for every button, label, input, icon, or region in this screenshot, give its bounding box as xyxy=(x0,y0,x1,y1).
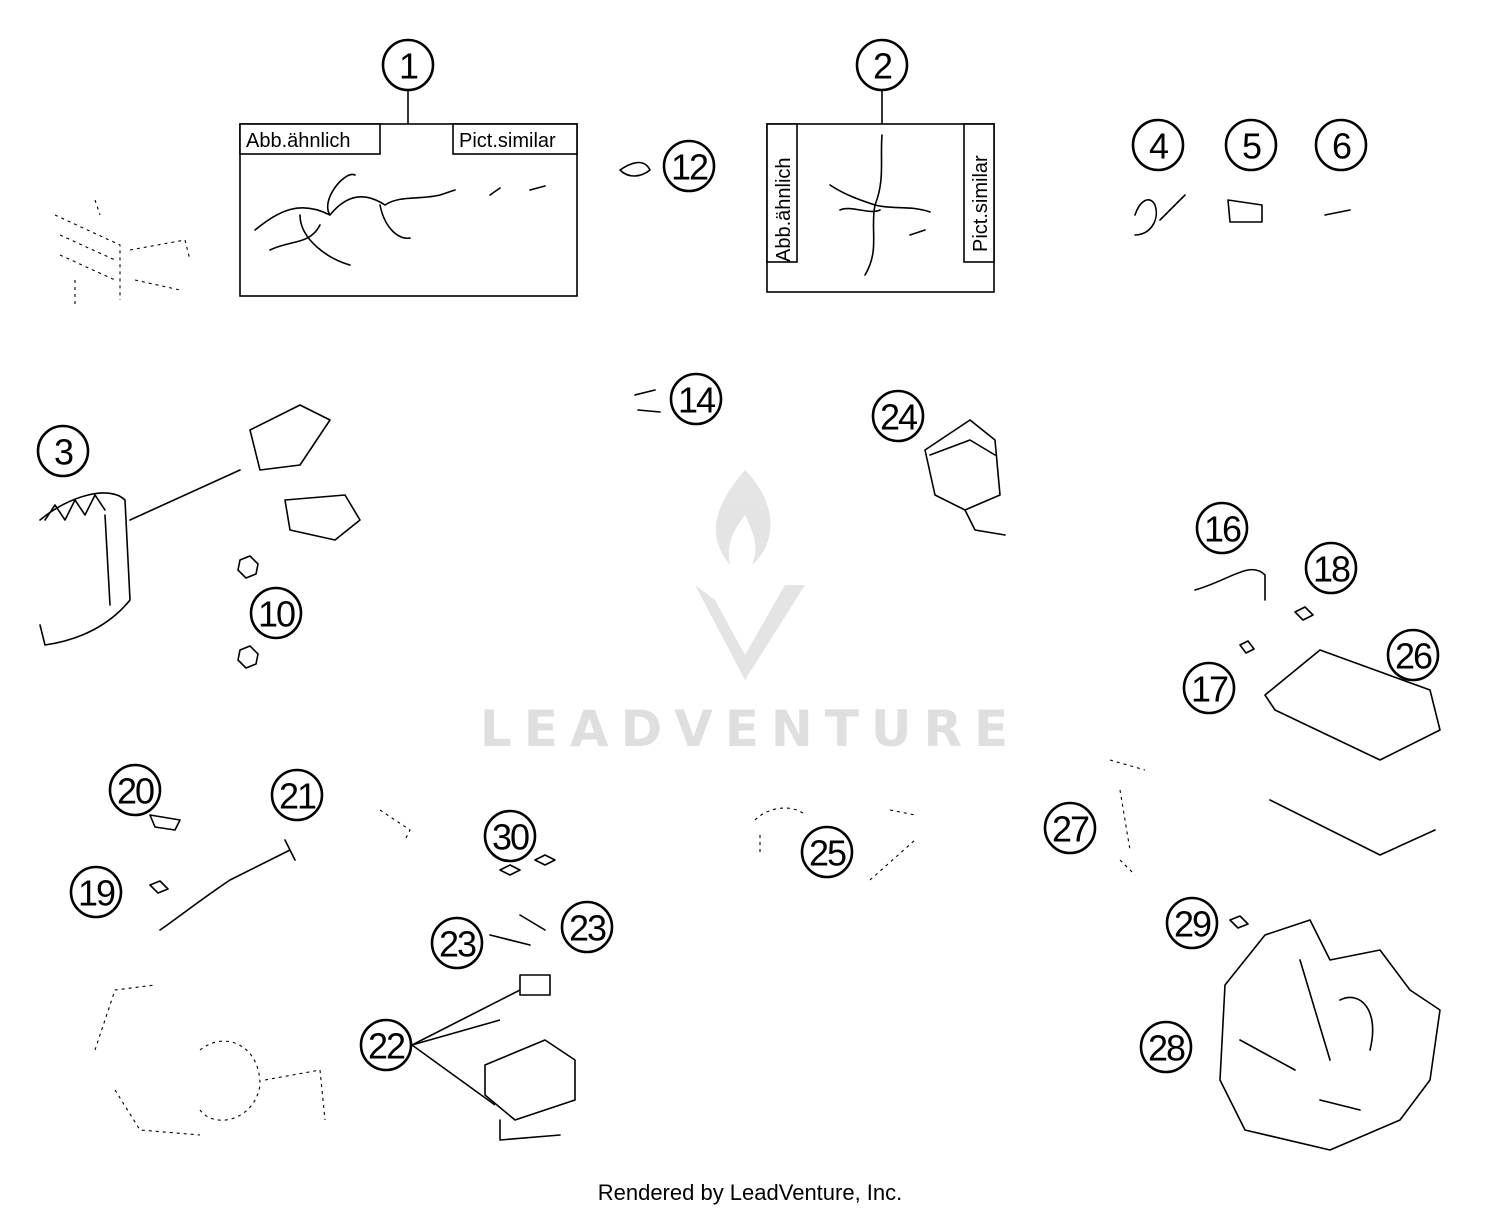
callout-28[interactable]: 28 xyxy=(1139,1020,1193,1074)
callout-10[interactable]: 10 xyxy=(249,586,303,640)
callout-19[interactable]: 19 xyxy=(69,865,123,919)
frame-1-left-label: Abb.ähnlich xyxy=(246,130,351,152)
starter-cable-sketch xyxy=(149,814,296,931)
svg-text:20: 20 xyxy=(117,771,154,812)
svg-text:5: 5 xyxy=(1242,126,1261,167)
callout-3[interactable]: 3 xyxy=(36,424,90,478)
svg-text:14: 14 xyxy=(678,380,715,421)
svg-text:12: 12 xyxy=(671,147,708,188)
frame-1-right-label: Pict.similar xyxy=(459,130,556,152)
callout-25[interactable]: 25 xyxy=(800,825,854,879)
svg-text:1: 1 xyxy=(399,46,418,87)
svg-text:4: 4 xyxy=(1149,126,1168,167)
svg-text:29: 29 xyxy=(1174,904,1211,945)
svg-text:17: 17 xyxy=(1191,669,1228,710)
starter-motor-sketch xyxy=(94,809,411,1136)
svg-text:30: 30 xyxy=(492,817,529,858)
small-parts-4-6-sketch xyxy=(1134,194,1351,236)
svg-text:25: 25 xyxy=(809,833,846,874)
svg-text:21: 21 xyxy=(279,776,316,817)
svg-text:26: 26 xyxy=(1395,636,1432,677)
svg-text:24: 24 xyxy=(880,397,917,438)
callout-1[interactable]: 1 xyxy=(381,38,435,92)
callout-27[interactable]: 27 xyxy=(1043,801,1097,855)
battery-26-sketch xyxy=(1194,568,1441,856)
callout-4[interactable]: 4 xyxy=(1131,118,1185,172)
callout-17[interactable]: 17 xyxy=(1182,661,1236,715)
callout-23-right[interactable]: 23 xyxy=(560,900,614,954)
sensor-25-sketch xyxy=(754,807,916,881)
callout-29[interactable]: 29 xyxy=(1165,896,1219,950)
svg-text:6: 6 xyxy=(1332,126,1351,167)
footer-credit: Rendered by LeadVenture, Inc. xyxy=(598,1180,903,1205)
callout-12[interactable]: 12 xyxy=(662,139,716,193)
callout-6[interactable]: 6 xyxy=(1314,118,1368,172)
harness-frame-2: Abb.ähnlich Pict.similar xyxy=(766,90,995,293)
callout-24[interactable]: 24 xyxy=(871,389,925,443)
svg-text:2: 2 xyxy=(873,46,892,87)
svg-text:3: 3 xyxy=(54,432,73,473)
svg-text:18: 18 xyxy=(1313,549,1350,590)
regulator-sketch xyxy=(39,404,361,646)
svg-text:22: 22 xyxy=(368,1026,405,1067)
nut-10-sketch xyxy=(237,555,259,669)
relay-22-sketch xyxy=(411,854,576,1141)
callout-5[interactable]: 5 xyxy=(1224,118,1278,172)
battery-strap-27-sketch xyxy=(1109,759,1146,876)
svg-text:19: 19 xyxy=(78,873,115,914)
fuse-box-sketch xyxy=(54,199,191,305)
callout-22[interactable]: 22 xyxy=(359,1018,413,1072)
callout-18[interactable]: 18 xyxy=(1304,541,1358,595)
callout-16[interactable]: 16 xyxy=(1195,501,1249,555)
relay-12-14-sketch xyxy=(619,161,661,413)
battery-box-28-sketch xyxy=(1219,915,1441,1151)
svg-text:10: 10 xyxy=(258,594,295,635)
svg-text:23: 23 xyxy=(439,924,476,965)
callout-30[interactable]: 30 xyxy=(483,809,537,863)
frame-2-left-label: Abb.ähnlich xyxy=(773,157,795,262)
callout-26[interactable]: 26 xyxy=(1386,628,1440,682)
svg-text:27: 27 xyxy=(1052,809,1089,850)
callout-20[interactable]: 20 xyxy=(108,763,162,817)
callout-2[interactable]: 2 xyxy=(855,38,909,92)
frame-2-right-label: Pict.similar xyxy=(970,155,992,252)
callout-14[interactable]: 14 xyxy=(669,372,723,426)
callout-21[interactable]: 21 xyxy=(270,768,324,822)
harness-frame-1: Abb.ähnlich Pict.similar xyxy=(239,90,578,297)
ecu-24-sketch xyxy=(924,419,1006,536)
callout-23-left[interactable]: 23 xyxy=(430,916,484,970)
watermark-text: LEADVENTURE xyxy=(480,700,1020,758)
watermark-logo: LEADVENTURE xyxy=(480,470,1020,758)
svg-text:16: 16 xyxy=(1204,509,1241,550)
svg-text:28: 28 xyxy=(1148,1028,1185,1069)
svg-text:23: 23 xyxy=(569,908,606,949)
